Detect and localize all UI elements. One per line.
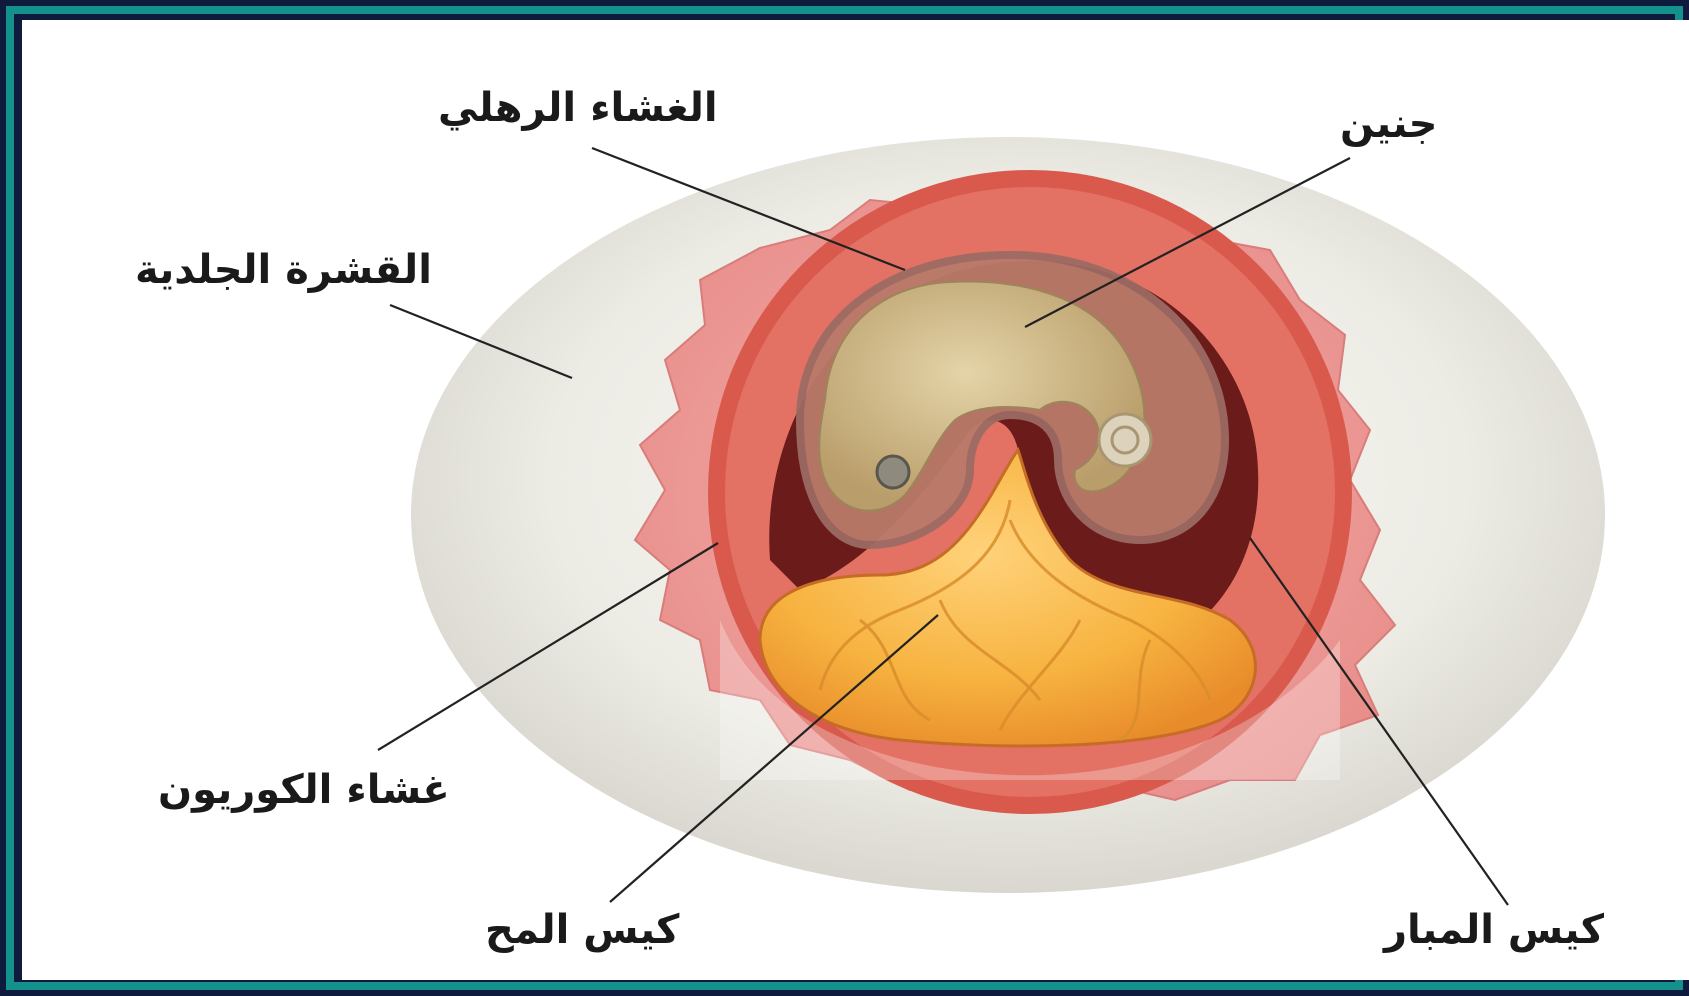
label-chorion: غشاء الكوريون xyxy=(158,770,450,810)
label-amnion: الغشاء الرهلي xyxy=(438,88,718,128)
label-yolk-sac: كيس المح xyxy=(485,910,679,950)
label-shell: القشرة الجلدية xyxy=(135,250,432,290)
label-embryo: جنين xyxy=(1340,104,1437,144)
embryo-eye xyxy=(877,456,909,488)
label-allantois: كيس المبار xyxy=(1384,910,1604,950)
